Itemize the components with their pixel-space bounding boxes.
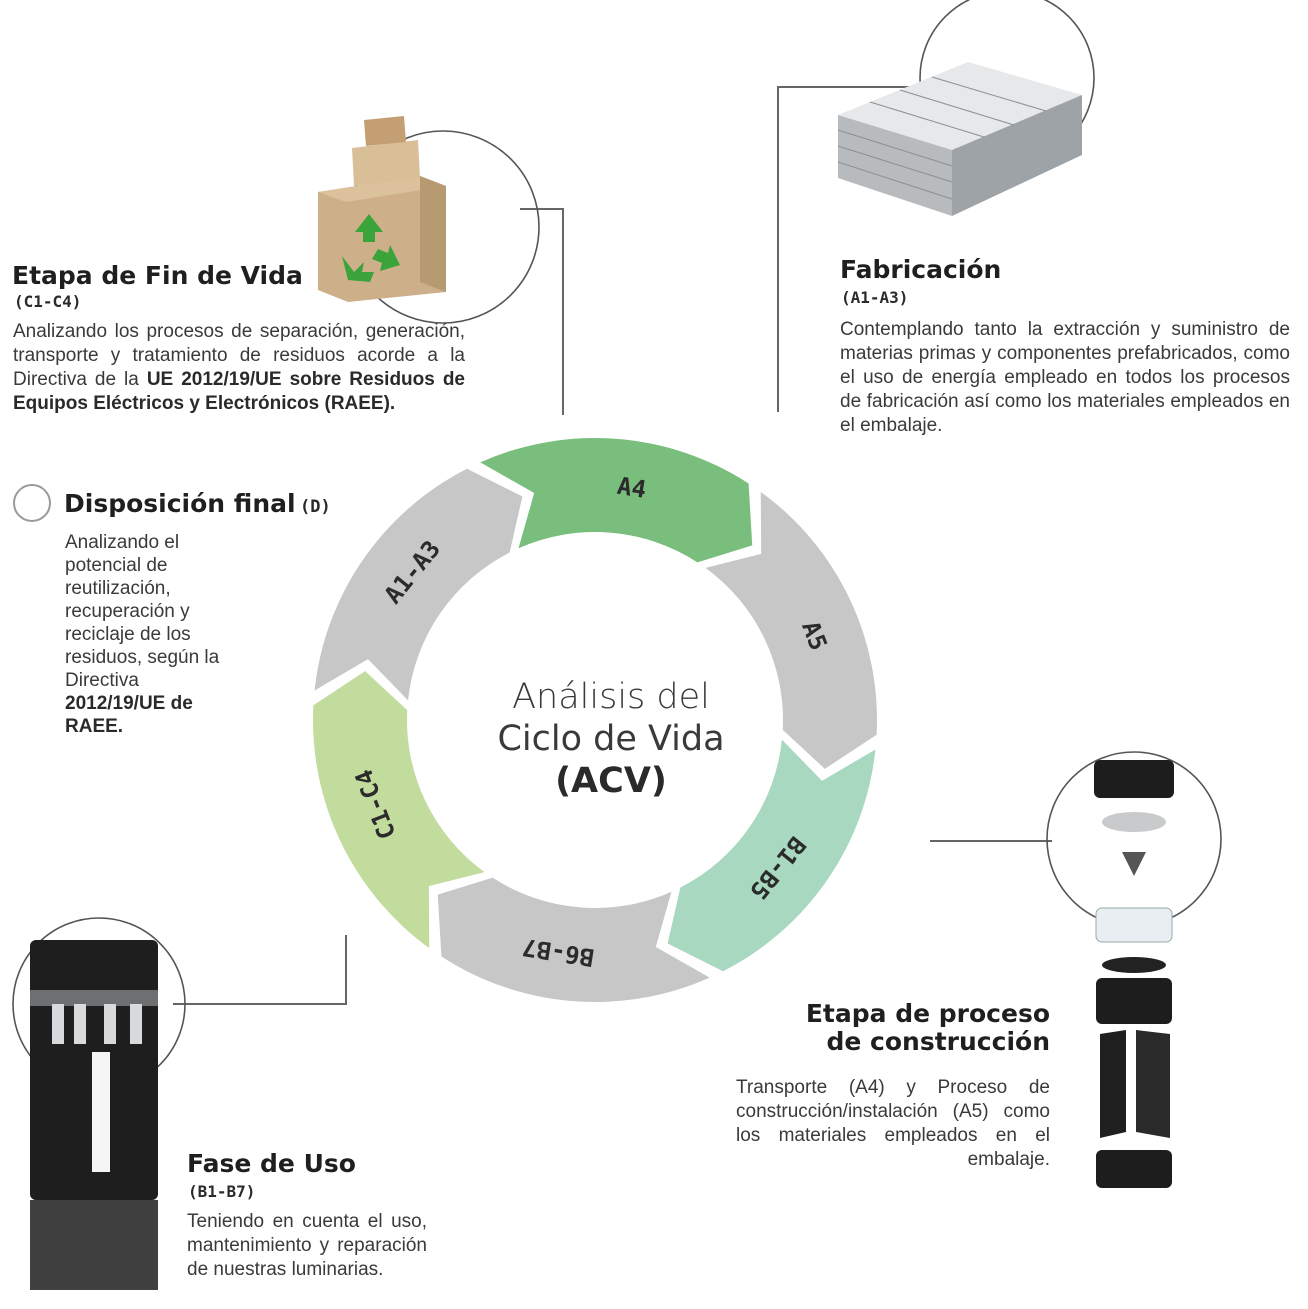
connector-fin-vida — [520, 208, 564, 415]
fin-vida-title: Etapa de Fin de Vida — [12, 261, 303, 290]
fabricacion-title: Fabricación — [840, 255, 1002, 284]
disposicion-heading: Disposición final (D) — [64, 490, 331, 518]
fabricacion-code: (A1-A3) — [841, 288, 909, 307]
fin-vida-text-body: Analizando los procesos de separación, g… — [13, 321, 465, 390]
cycle-segment-a4 — [480, 438, 753, 563]
uso-code: (B1-B7) — [188, 1182, 256, 1201]
cycle-segment-b6-b7 — [437, 877, 710, 1002]
construccion-text: Transporte (A4) y Proceso de construcció… — [736, 1077, 1050, 1170]
circle-icon — [13, 484, 51, 522]
disposicion-text-bold: 2012/19/UE de RAEE. — [65, 693, 193, 737]
fin-vida-code: (C1-C4) — [14, 292, 82, 311]
uso-title: Fase de Uso — [187, 1149, 356, 1178]
disposicion-code: (D) — [300, 497, 331, 517]
bollard-luminaire-image — [12, 917, 186, 1290]
disposicion-title: Disposición final — [64, 489, 296, 518]
cycle-segment-c1-c4 — [313, 671, 485, 949]
recycle-boxes-image — [318, 116, 540, 324]
disposicion-text: Analizando el potencial de reutilización… — [65, 531, 225, 738]
disposicion-text-body: Analizando el potencial de reutilización… — [65, 532, 220, 691]
connector-uso — [173, 935, 347, 1005]
center-line-2: Ciclo de Vida — [497, 719, 725, 759]
construccion-title-line-2: de construcción — [826, 1027, 1051, 1056]
exploded-luminaire-image — [1046, 751, 1222, 1188]
cycle-segment-a5 — [705, 491, 877, 769]
cycle-label-a4: A4 — [615, 472, 648, 504]
fin-vida-text-bold: UE 2012/19/UE sobre Residuos de Equipos … — [13, 369, 465, 414]
uso-text: Teniendo en cuenta el uso, mantenimiento… — [187, 1211, 427, 1280]
fabricacion-text: Contemplando tanto la extracción y sumin… — [840, 319, 1290, 436]
fin-vida-text: Analizando los procesos de separación, g… — [13, 320, 465, 416]
metal-bars-image — [837, 0, 1095, 216]
cycle-segment-b1-b5 — [667, 739, 876, 972]
connector-fabricacion — [777, 86, 915, 412]
center-line-1: Análisis del — [512, 677, 710, 717]
construccion-title-line-1: Etapa de proceso — [805, 999, 1050, 1028]
cycle-segment-a1-a3 — [314, 468, 523, 701]
center-title: Análisis del Ciclo de Vida (ACV) — [470, 676, 752, 802]
center-line-3: (ACV) — [555, 761, 667, 801]
construccion-title: Etapa de proceso de construcción — [760, 1000, 1050, 1056]
